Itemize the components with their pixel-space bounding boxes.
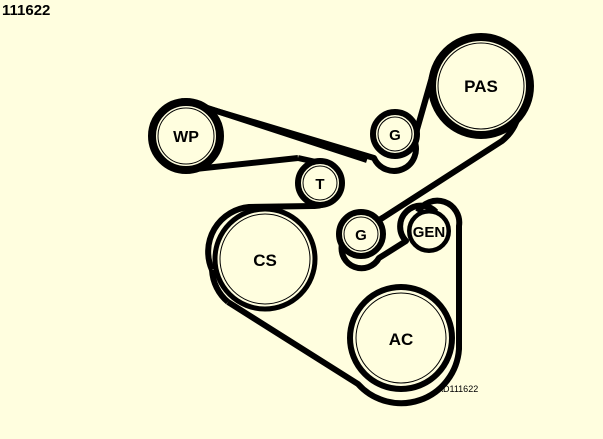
pulley-label-crankshaft: CS: [253, 251, 277, 270]
pulley-ac: AC: [347, 284, 455, 392]
pulley-label-ac: AC: [389, 330, 414, 349]
pulley-label-idler-top: G: [389, 127, 401, 144]
pulley-label-wp: WP: [173, 129, 199, 146]
reference-number: 111622: [2, 2, 51, 19]
pulley-generator: GEN: [407, 209, 451, 253]
pulley-wp: WP: [148, 98, 224, 174]
pulley-pas: PAS: [428, 33, 534, 139]
drawing-code: AD111622: [437, 384, 478, 394]
pulley-label-tensioner: T: [315, 176, 324, 193]
pulley-idler-bottom: G: [336, 209, 386, 259]
pulley-label-pas: PAS: [464, 77, 498, 96]
pulley-crankshaft: CS: [212, 206, 318, 312]
pulley-tensioner: T: [295, 158, 345, 208]
pulley-label-idler-bottom: G: [355, 227, 367, 244]
pulley-idler-top: G: [370, 109, 420, 159]
pulley-label-generator: GEN: [413, 224, 446, 241]
